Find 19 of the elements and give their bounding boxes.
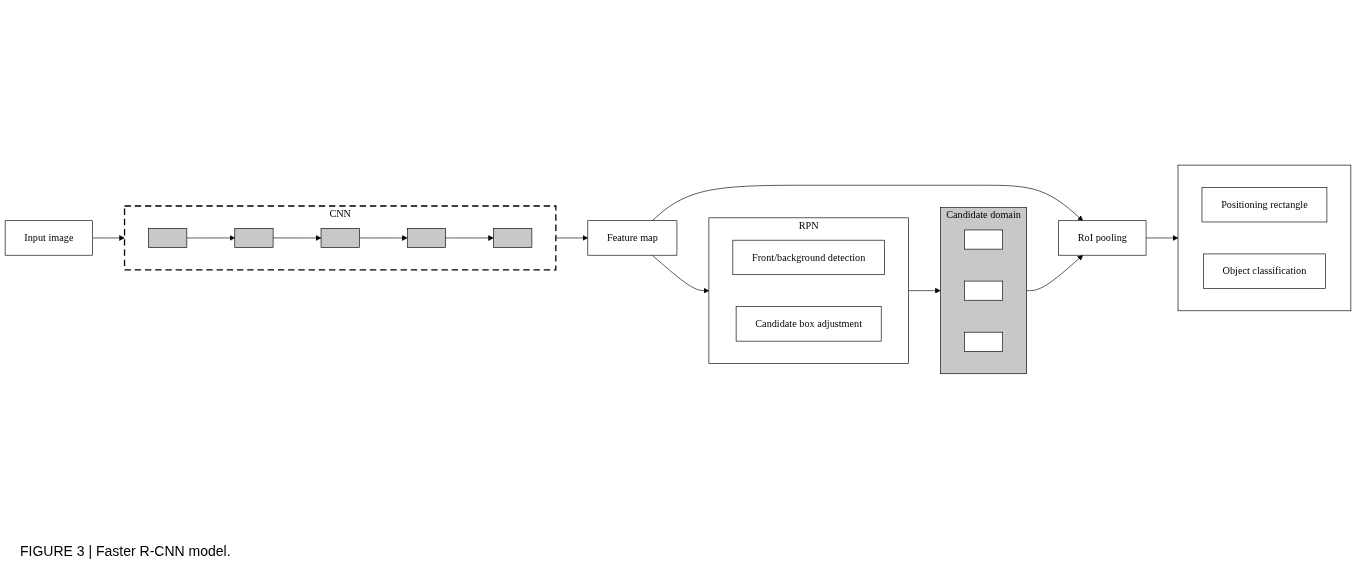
- figure-caption: FIGURE 3 | Faster R-CNN model.: [19, 542, 232, 561]
- node-box: [320, 228, 360, 248]
- cluster: Candidate domain: [940, 207, 1027, 375]
- node-box: [148, 228, 188, 248]
- node-box: Positioning rectangle: [1201, 187, 1328, 223]
- cluster: [1177, 164, 1352, 312]
- node-box: [964, 229, 1003, 250]
- node-box: Candidate box adjustment: [735, 306, 882, 342]
- node-box: RoI pooling: [1058, 220, 1147, 256]
- node-box: [964, 280, 1003, 301]
- cluster: CNN: [123, 205, 557, 271]
- node-box: Front/background detection: [732, 239, 885, 276]
- node-box: [493, 228, 533, 248]
- node-box: [234, 228, 274, 248]
- node-box: Feature map: [587, 220, 678, 256]
- node-box: Input image: [4, 220, 93, 256]
- node-box: Object classification: [1203, 253, 1326, 289]
- node-box: [964, 331, 1003, 352]
- node-box: [406, 228, 446, 248]
